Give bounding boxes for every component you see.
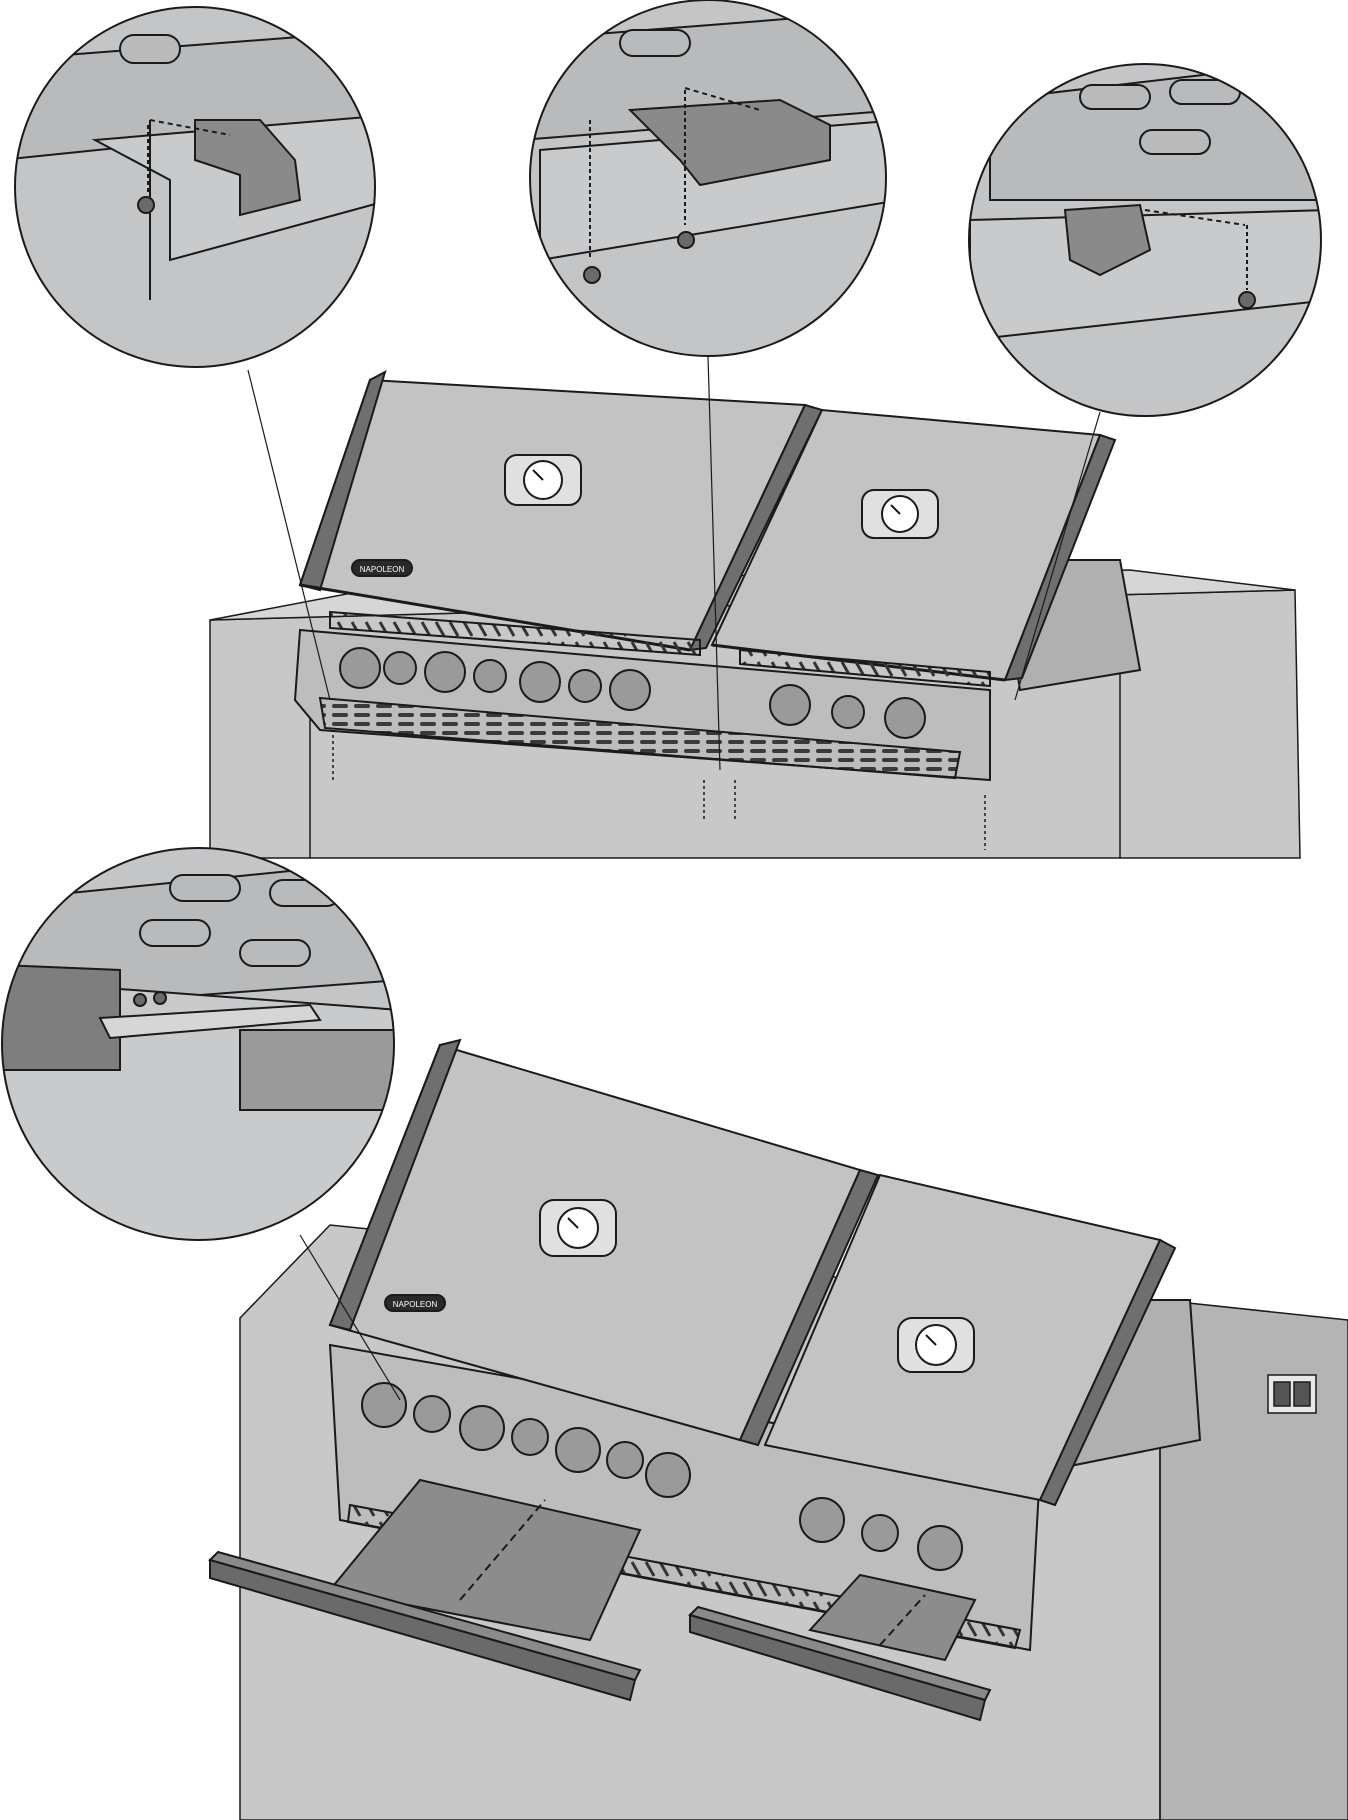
brand-badge-top: NAPOLEON — [351, 559, 413, 577]
bracket-right — [1063, 203, 1152, 277]
rail-bracket-right — [688, 1573, 992, 1722]
rail-bracket-left — [208, 1478, 642, 1702]
screw-icon — [677, 231, 695, 249]
knobs-bottom — [361, 1382, 963, 1571]
screw-icon — [133, 993, 147, 1007]
callout-rail-bracket — [1, 847, 395, 1241]
grill-top: NAPOLEON — [293, 369, 1142, 782]
callout-right-bracket — [968, 63, 1322, 417]
knobs-top — [339, 647, 926, 739]
screw-icon — [137, 196, 155, 214]
bracket-center — [627, 98, 831, 187]
bracket-left — [194, 119, 302, 217]
thermometer-left — [504, 454, 582, 506]
brand-badge-bottom: NAPOLEON — [384, 1294, 446, 1312]
thermometer-right — [861, 489, 939, 539]
thermometer-left — [539, 1199, 617, 1257]
callout-center-bracket — [529, 0, 887, 357]
callout-left-bracket — [14, 6, 376, 368]
brand-badge-text: NAPOLEON — [360, 565, 405, 574]
screw-icon — [153, 991, 167, 1005]
screw-icon — [583, 266, 601, 284]
thermometer-right — [897, 1317, 975, 1373]
top-panel: NAPOLEON — [14, 0, 1322, 859]
leader-line-bottom — [299, 1234, 401, 1401]
rail-clip — [98, 1003, 322, 1040]
screw-icon — [1238, 291, 1256, 309]
bottom-panel: NAPOLEON — [1, 847, 1348, 1820]
mount-screws-top — [332, 735, 986, 850]
brand-badge-text: NAPOLEON — [393, 1300, 438, 1309]
grill-bottom: NAPOLEON — [328, 1038, 1202, 1652]
leader-lines-top — [247, 355, 1101, 771]
